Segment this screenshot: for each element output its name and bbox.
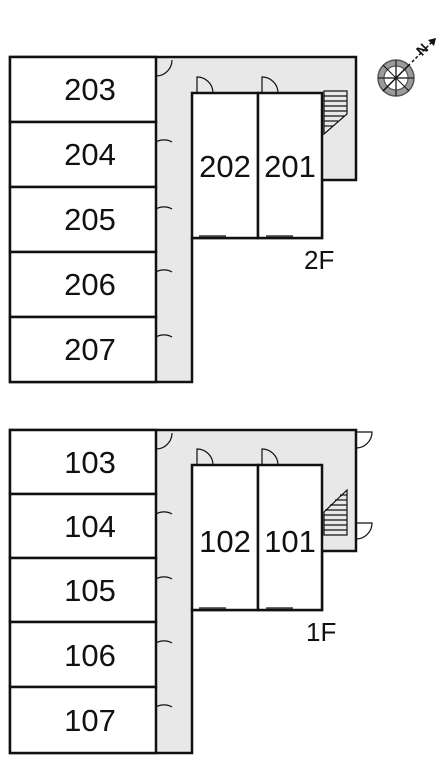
door-icon — [155, 126, 173, 144]
room-207 — [8, 315, 158, 384]
room-206 — [8, 250, 158, 319]
room-label: 201 — [264, 149, 316, 184]
room-104 — [8, 492, 158, 560]
door-icon — [355, 522, 373, 540]
room-205 — [8, 185, 158, 254]
compass-rose-icon: N — [377, 37, 437, 97]
room-204 — [8, 120, 158, 189]
floor-1f: 103 104 105 106 107 102 101 1F — [8, 428, 373, 755]
room-label: 203 — [64, 72, 116, 107]
door-icon — [155, 193, 173, 211]
floor-label: 2F — [304, 245, 334, 275]
room-label: 101 — [264, 524, 316, 559]
room-201 — [256, 91, 324, 240]
room-label: 107 — [64, 703, 116, 738]
room-label: 105 — [64, 573, 116, 608]
room-101 — [256, 463, 324, 612]
door-icon — [155, 627, 173, 645]
door-icon — [155, 256, 173, 274]
door-icon — [155, 432, 173, 450]
door-icon — [155, 691, 173, 709]
room-label: 103 — [64, 445, 116, 480]
door-icon — [355, 431, 373, 449]
door-icon — [261, 448, 279, 466]
room-label: 207 — [64, 332, 116, 367]
compass-north-label: N — [413, 40, 431, 58]
door-icon — [155, 59, 173, 77]
floor-label: 1F — [306, 617, 336, 647]
stairs-icon — [323, 90, 348, 136]
room-203 — [8, 55, 158, 124]
door-icon — [155, 498, 173, 516]
room-label: 104 — [64, 509, 116, 544]
room-label: 102 — [199, 524, 251, 559]
room-label: 205 — [64, 202, 116, 237]
room-202 — [190, 91, 260, 240]
door-icon — [155, 563, 173, 581]
floor-2f: 203 204 205 206 207 202 201 2F — [8, 55, 358, 384]
door-icon — [261, 76, 279, 94]
stairs-icon — [323, 488, 348, 536]
room-label: 202 — [199, 149, 251, 184]
room-102 — [190, 463, 260, 612]
room-label: 206 — [64, 267, 116, 302]
room-106 — [8, 620, 158, 689]
door-icon — [155, 321, 173, 339]
room-107 — [8, 685, 158, 755]
door-icon — [196, 448, 214, 466]
room-label: 106 — [64, 638, 116, 673]
door-icon — [196, 76, 214, 94]
room-label: 204 — [64, 137, 116, 172]
